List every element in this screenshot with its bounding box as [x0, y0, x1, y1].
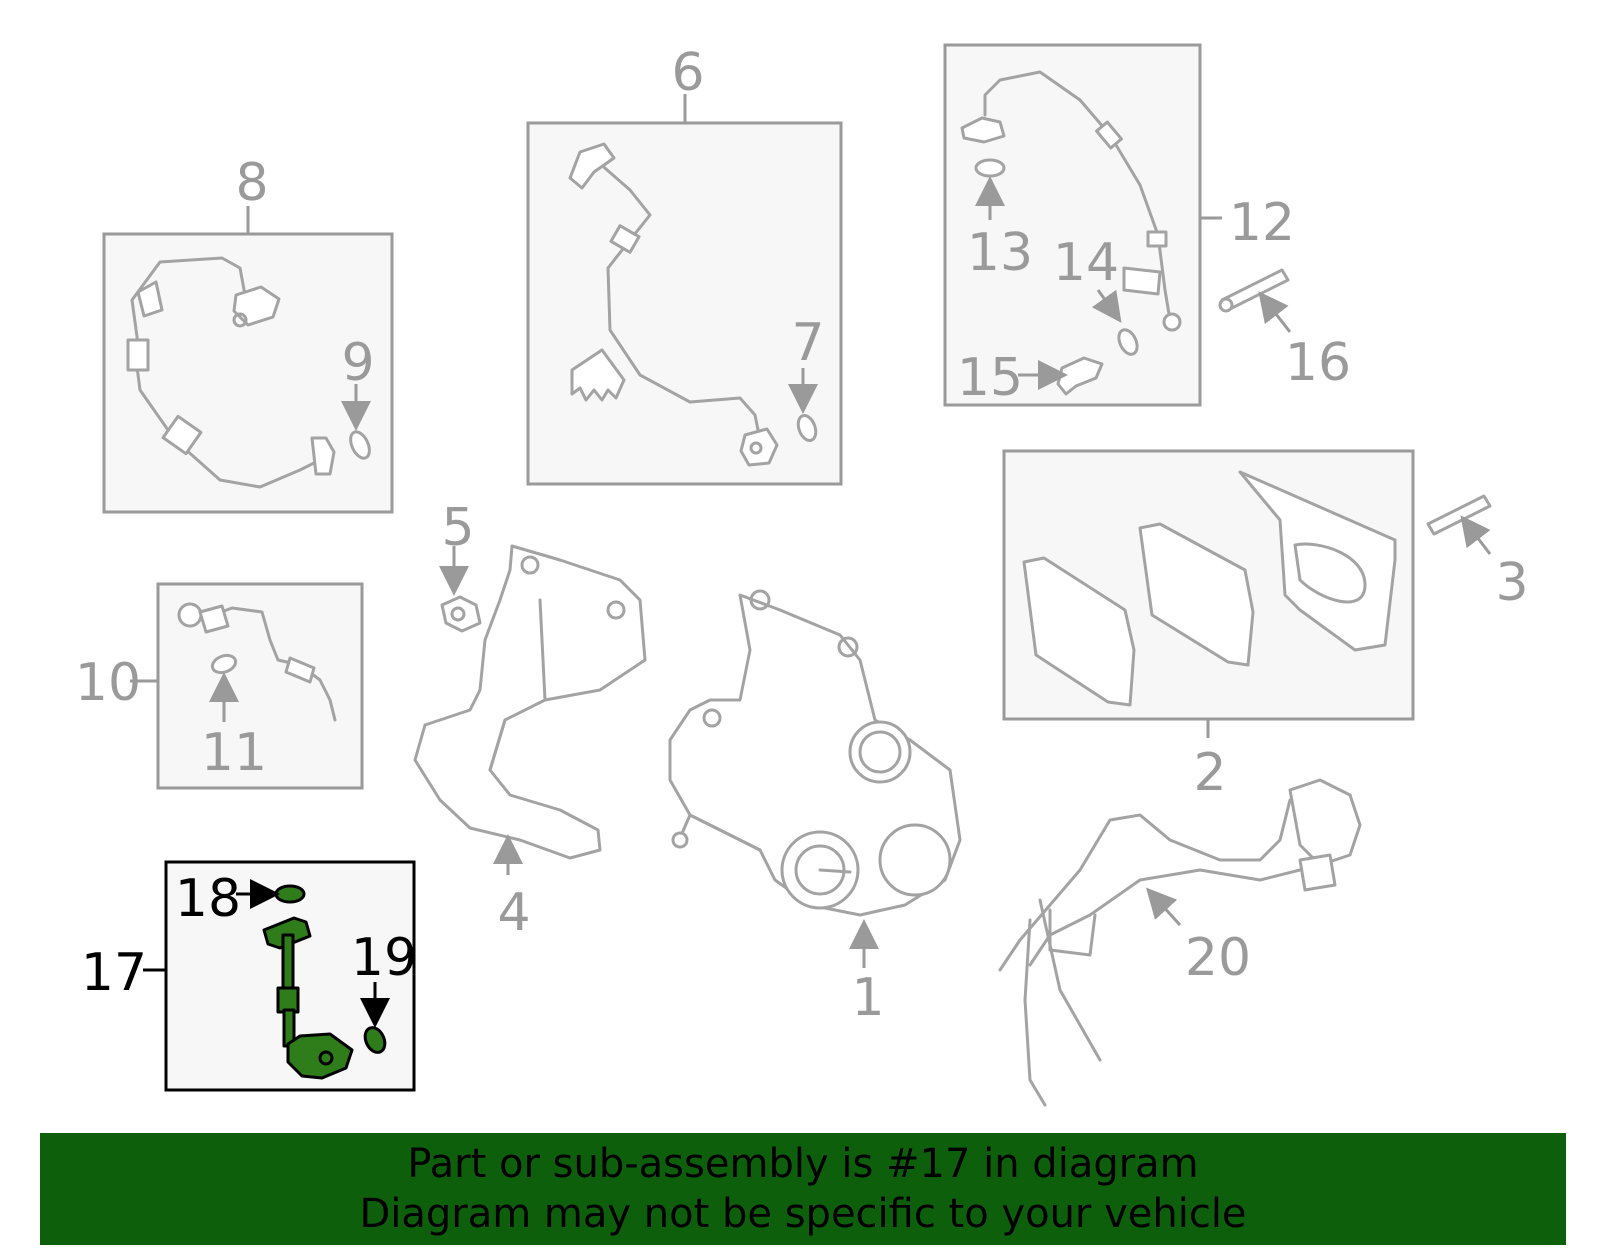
callout-2[interactable]: 2 [1193, 743, 1226, 803]
callout-10[interactable]: 10 [75, 653, 141, 713]
part-19-washer [363, 1026, 387, 1054]
banner-line-1: Part or sub-assembly is #17 in diagram [407, 1141, 1199, 1187]
box-part-2 [1002, 449, 1415, 738]
callout-1[interactable]: 1 [851, 968, 884, 1028]
box-part-12 [943, 43, 1222, 407]
part-5-nut [439, 546, 482, 633]
part-18-washer [274, 884, 306, 904]
callout-4[interactable]: 4 [497, 883, 530, 943]
part-1-turbocharger [668, 589, 962, 968]
part-3-pin [1426, 494, 1492, 555]
box-part-10 [130, 582, 364, 790]
part-20-harness [998, 778, 1362, 1107]
callout-11[interactable]: 11 [201, 723, 267, 783]
callout-18[interactable]: 18 [175, 869, 241, 929]
box-part-6 [526, 94, 843, 486]
part-16-pin [1218, 268, 1292, 333]
callout-8[interactable]: 8 [235, 153, 268, 213]
callout-13[interactable]: 13 [967, 223, 1033, 283]
callout-3[interactable]: 3 [1495, 553, 1528, 613]
callout-6[interactable]: 6 [671, 43, 704, 103]
callout-16[interactable]: 16 [1285, 333, 1351, 393]
callout-5[interactable]: 5 [441, 498, 474, 558]
callout-17[interactable]: 17 [81, 943, 147, 1003]
callout-20[interactable]: 20 [1185, 928, 1251, 988]
callout-14[interactable]: 14 [1053, 233, 1119, 293]
part-17-highlighted[interactable] [262, 916, 354, 1080]
info-banner: Part or sub-assembly is #17 in diagram D… [40, 1133, 1566, 1245]
banner-line-2: Diagram may not be specific to your vehi… [359, 1191, 1247, 1237]
callout-12[interactable]: 12 [1229, 193, 1295, 253]
part-4-heat-shield [413, 544, 647, 875]
callout-9[interactable]: 9 [341, 333, 374, 393]
callout-7[interactable]: 7 [791, 313, 824, 373]
callout-15[interactable]: 15 [957, 348, 1023, 408]
box-part-17 [143, 860, 416, 1092]
box-part-8 [102, 206, 394, 514]
callout-19[interactable]: 19 [351, 928, 417, 988]
